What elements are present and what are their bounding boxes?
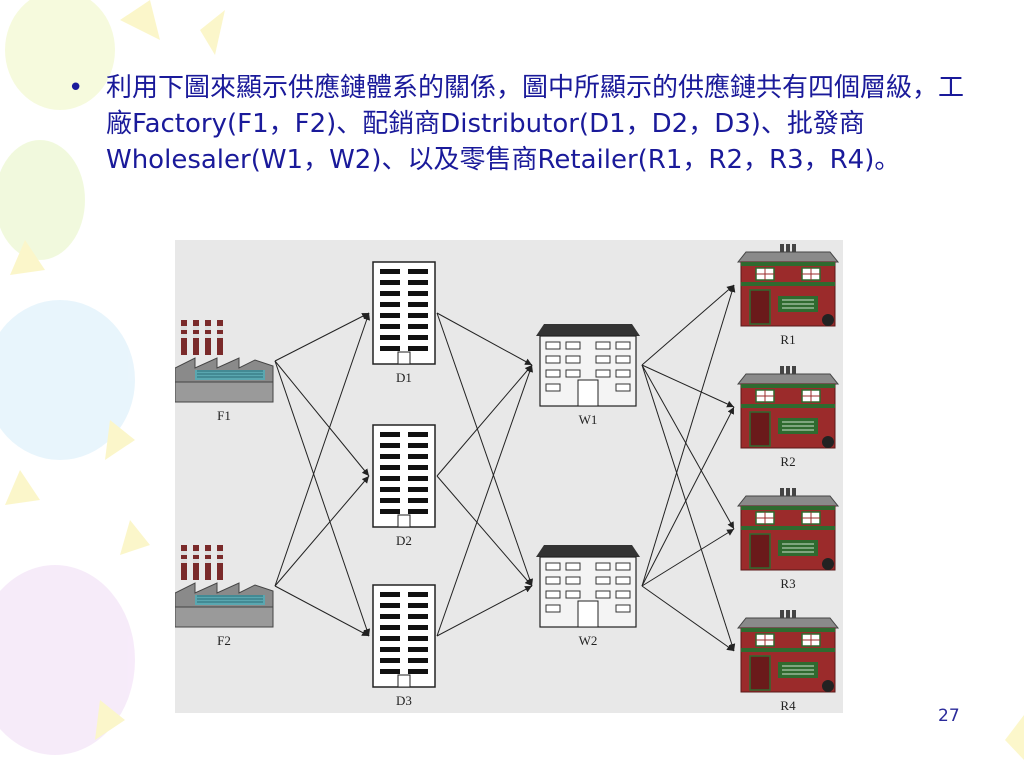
retailer-r2: R2 <box>737 365 839 469</box>
retailer-r1-label: R1 <box>780 332 795 347</box>
arrow-f1-d1 <box>274 312 370 362</box>
wholesaler-icon <box>535 323 641 407</box>
factory-f2-label: F2 <box>217 633 231 648</box>
arrow-f2-d3 <box>274 585 370 637</box>
bullet-text: 利用下圖來顯示供應鏈體系的關係，圖中所顯示的供應鏈共有四個層級，工廠Factor… <box>106 73 965 175</box>
arrow-d2-w2 <box>436 475 533 587</box>
retailer-r3: R3 <box>737 487 839 591</box>
arrow-d1-w2 <box>436 312 534 587</box>
wholesaler-icon <box>535 544 641 628</box>
retailer-r1: R1 <box>737 243 839 347</box>
distributor-icon <box>372 424 436 528</box>
retailer-r2-label: R2 <box>780 454 795 469</box>
factory-icon <box>175 544 274 628</box>
distributor-icon <box>372 584 436 688</box>
retailer-icon <box>737 609 839 693</box>
arrow-d2-w1 <box>436 364 533 477</box>
retailer-r3-label: R3 <box>780 576 795 591</box>
retailer-icon <box>737 365 839 449</box>
factory-f1: F1 <box>175 319 274 423</box>
distributor-d2: D2 <box>372 424 436 548</box>
retailer-icon <box>737 487 839 571</box>
arrow-w1-r1 <box>641 284 735 366</box>
wholesaler-w2: W2 <box>535 544 641 648</box>
page-number: 27 <box>938 706 960 726</box>
arrow-w1-r4 <box>641 364 736 652</box>
retailer-r4: R4 <box>737 609 839 713</box>
arrow-w1-r2 <box>641 364 735 408</box>
bullet-marker: • <box>68 73 84 103</box>
connection-arrows <box>274 284 736 652</box>
arrow-w2-r1 <box>641 284 736 587</box>
arrow-f1-d2 <box>274 360 370 477</box>
retailer-r4-label: R4 <box>780 698 796 713</box>
arrow-f1-d3 <box>274 360 371 637</box>
distributor-d1: D1 <box>372 261 436 385</box>
arrow-w2-r2 <box>641 406 735 587</box>
wholesaler-w1-label: W1 <box>579 412 598 427</box>
distributor-d2-label: D2 <box>396 533 412 548</box>
arrow-w2-r3 <box>641 528 735 587</box>
arrow-f2-d2 <box>274 475 370 587</box>
factory-f1-label: F1 <box>217 408 231 423</box>
distributor-icon <box>372 261 436 365</box>
factory-icon <box>175 319 274 403</box>
arrow-w1-r3 <box>641 364 735 530</box>
distributor-d1-label: D1 <box>396 370 412 385</box>
distributor-d3-label: D3 <box>396 693 412 708</box>
distributor-d3: D3 <box>372 584 436 708</box>
arrow-d3-w2 <box>436 585 533 637</box>
arrow-w2-r4 <box>641 585 735 652</box>
arrow-d3-w1 <box>436 364 533 637</box>
arrow-d1-w1 <box>436 312 533 366</box>
factory-f2: F2 <box>175 544 274 648</box>
wholesaler-w1: W1 <box>535 323 641 427</box>
retailer-icon <box>737 243 839 327</box>
wholesaler-w2-label: W2 <box>579 633 598 648</box>
arrow-f2-d1 <box>274 312 371 587</box>
